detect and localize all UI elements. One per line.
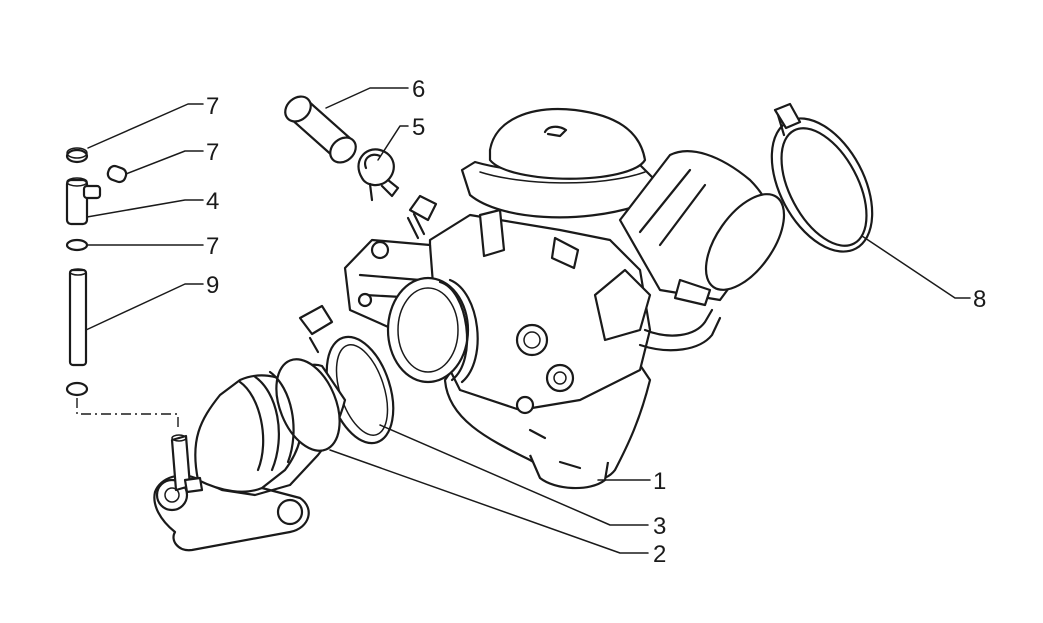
- part-hose-clamp: [770, 102, 874, 253]
- callout-2: 2: [653, 541, 666, 568]
- part-intake-manifold: [153, 358, 347, 552]
- part-cap-small: [106, 164, 128, 184]
- callout-5: 5: [412, 114, 425, 141]
- callout-6: 6: [412, 76, 425, 103]
- callout-8: 8: [973, 286, 986, 313]
- callout-7-middle: 7: [206, 139, 219, 166]
- callout-7-top: 7: [206, 93, 219, 120]
- part-oring: [65, 238, 89, 252]
- callout-3: 3: [653, 513, 666, 540]
- part-pipe: [68, 268, 88, 367]
- callout-4: 4: [206, 188, 219, 215]
- part-sleeve: [284, 95, 357, 164]
- part-washer-top: [65, 147, 89, 164]
- part-carburetor: [343, 108, 786, 490]
- callout-7-lower: 7: [206, 233, 219, 260]
- assembly-dash-line: [76, 398, 179, 430]
- part-washer-bottom: [65, 381, 89, 397]
- part-spring-clip: [357, 148, 400, 202]
- leader-lines: [85, 87, 971, 554]
- part-t-fitting: [65, 177, 102, 226]
- callout-1: 1: [653, 468, 666, 495]
- callout-9: 9: [206, 272, 219, 299]
